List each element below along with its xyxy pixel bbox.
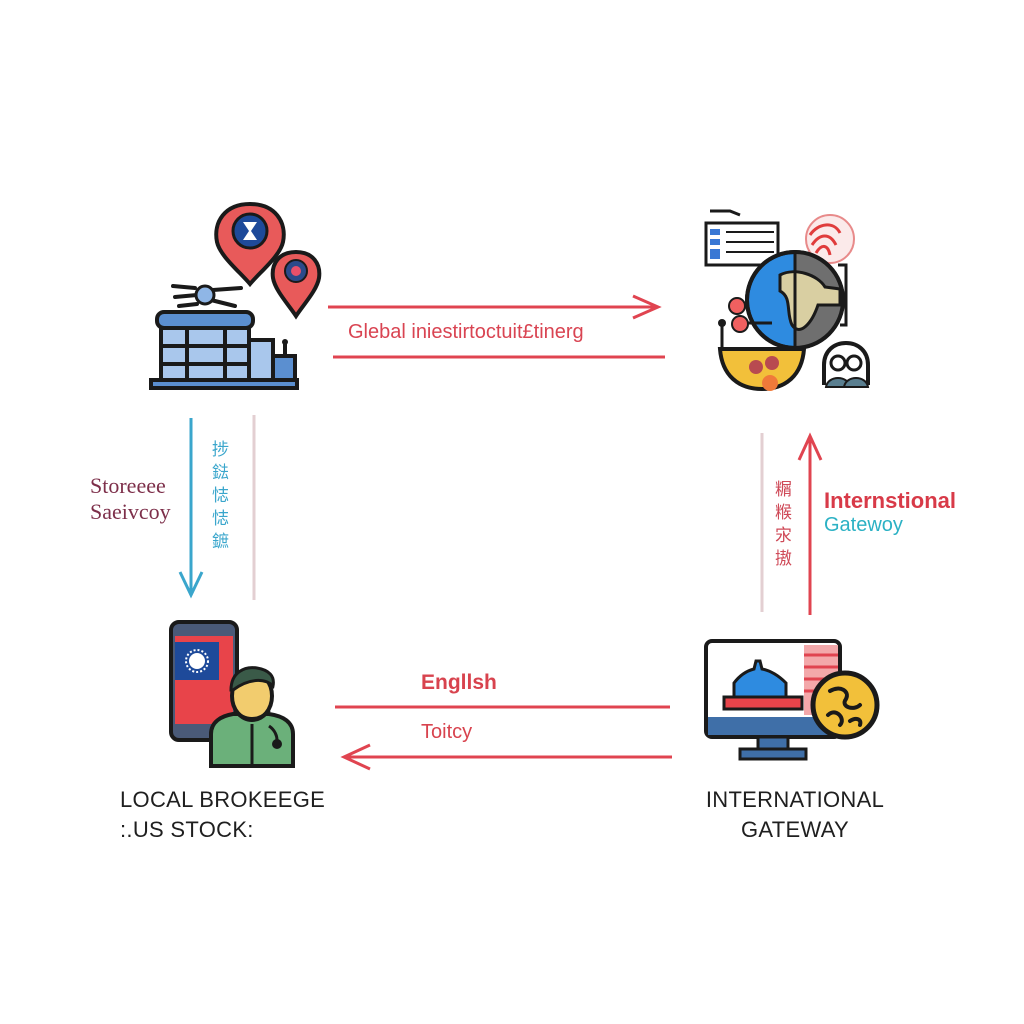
right-edge-label-line-2: Gatewoy bbox=[824, 514, 903, 536]
left-edge-label-line-1: Storeeee bbox=[90, 473, 166, 498]
international-gateway-caption-line-1: INTERNATIONAL bbox=[705, 787, 885, 812]
drone-icon bbox=[171, 284, 243, 308]
people-icon bbox=[822, 340, 870, 388]
fingerprint-icon bbox=[805, 214, 855, 264]
office-building-with-location-pins-icon bbox=[149, 201, 322, 390]
bowl-icon bbox=[717, 347, 807, 392]
right-edge-label-line-1: Internstional bbox=[824, 488, 957, 513]
taiwan-flag-icon bbox=[175, 642, 219, 680]
right-edge-label: Internstional Gatewoy bbox=[824, 488, 956, 537]
document-list-icon bbox=[704, 209, 780, 267]
international-gateway-caption-line-2: GATEWAY bbox=[740, 817, 850, 842]
top-arrow-right bbox=[328, 294, 662, 320]
left-edge-cjk-text: 捗鍅𢙺𢙺鏣 bbox=[209, 440, 228, 555]
left-arrow-down bbox=[178, 418, 204, 599]
local-brokerage-caption-line-1: LOCAL BROKEEGE bbox=[120, 787, 326, 812]
international-gateway-caption: INTERNATIONAL GATEWAY bbox=[690, 785, 900, 845]
location-pin-icon bbox=[270, 249, 322, 320]
monitor-with-coin-icon bbox=[704, 639, 880, 761]
phone-flag-and-person-icon bbox=[169, 620, 295, 768]
coin-icon bbox=[810, 670, 880, 740]
person-icon bbox=[209, 666, 295, 768]
building-icon bbox=[149, 310, 299, 390]
location-pin-icon bbox=[214, 201, 286, 288]
top-edge-label: Glebal iniestirtoctuit£tinerg bbox=[348, 321, 584, 343]
local-brokerage-caption-line-2: :.US STOCK: bbox=[120, 817, 254, 842]
ship-icon bbox=[722, 659, 804, 711]
bottom-arrow-left bbox=[340, 743, 672, 771]
right-edge-cjk-text: 糏糇㲾𢳆 bbox=[772, 480, 791, 572]
left-edge-label: Storeeee Saeivcoy bbox=[90, 473, 171, 525]
globe-icon bbox=[745, 250, 848, 350]
local-brokerage-caption: LOCAL BROKEEGE :.US STOCK: bbox=[120, 785, 325, 845]
globe-network-icon bbox=[704, 209, 870, 392]
bottom-edge-label-upper: Engllsh bbox=[421, 671, 497, 694]
bottom-edge-label-lower: Toitcy bbox=[421, 721, 473, 743]
right-arrow-up bbox=[797, 432, 823, 615]
left-edge-label-line-2: Saeivcoy bbox=[90, 499, 171, 524]
